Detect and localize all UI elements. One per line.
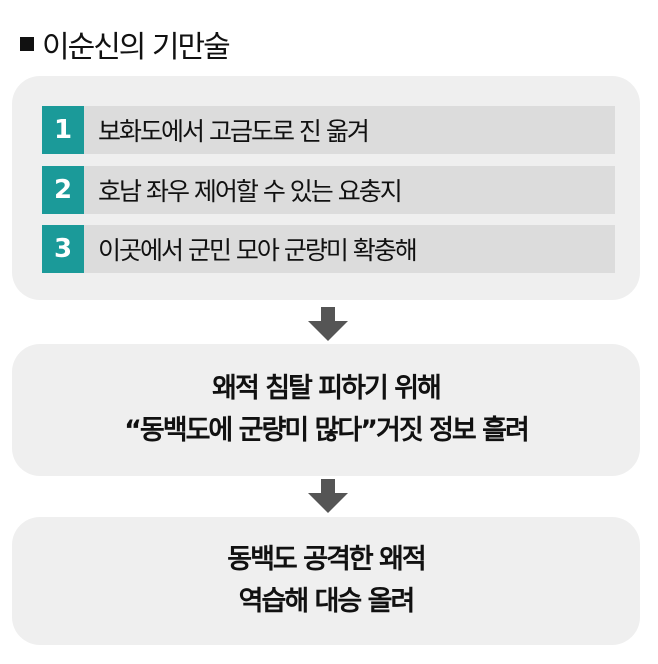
deception-line-1: 왜적 침탈 피하기 위해 (212, 373, 442, 404)
step-text: 보화도에서 고금도로 진 옮겨 (98, 117, 370, 146)
step-number: 1 (42, 106, 84, 154)
arrow-down-icon (308, 307, 348, 341)
result-line-1: 동백도 공격한 왜적 (227, 544, 427, 575)
steps-panel: 1 보화도에서 고금도로 진 옮겨 2 호남 좌우 제어할 수 있는 요충지 3 이곳… (12, 76, 640, 300)
page-title: 이순신의 기만술 (20, 22, 231, 66)
step-row: 2 호남 좌우 제어할 수 있는 요충지 (42, 166, 615, 214)
arrow-down-icon (308, 479, 348, 513)
step-text: 호남 좌우 제어할 수 있는 요충지 (98, 177, 403, 206)
square-bullet-icon (20, 37, 34, 51)
result-line-2: 역습해 대승 올려 (238, 586, 416, 617)
deception-box: 왜적 침탈 피하기 위해 “동백도에 군량미 많다”거짓 정보 흘려 (12, 344, 640, 476)
step-number: 2 (42, 166, 84, 214)
title-text: 이순신의 기만술 (42, 30, 231, 65)
deception-line-2: “동백도에 군량미 많다”거짓 정보 흘려 (124, 415, 530, 446)
step-number: 3 (42, 225, 84, 273)
step-row: 1 보화도에서 고금도로 진 옮겨 (42, 106, 615, 154)
step-row: 3 이곳에서 군민 모아 군량미 확충해 (42, 225, 615, 273)
result-box: 동백도 공격한 왜적 역습해 대승 올려 (12, 517, 640, 645)
step-text: 이곳에서 군민 모아 군량미 확충해 (98, 236, 418, 265)
